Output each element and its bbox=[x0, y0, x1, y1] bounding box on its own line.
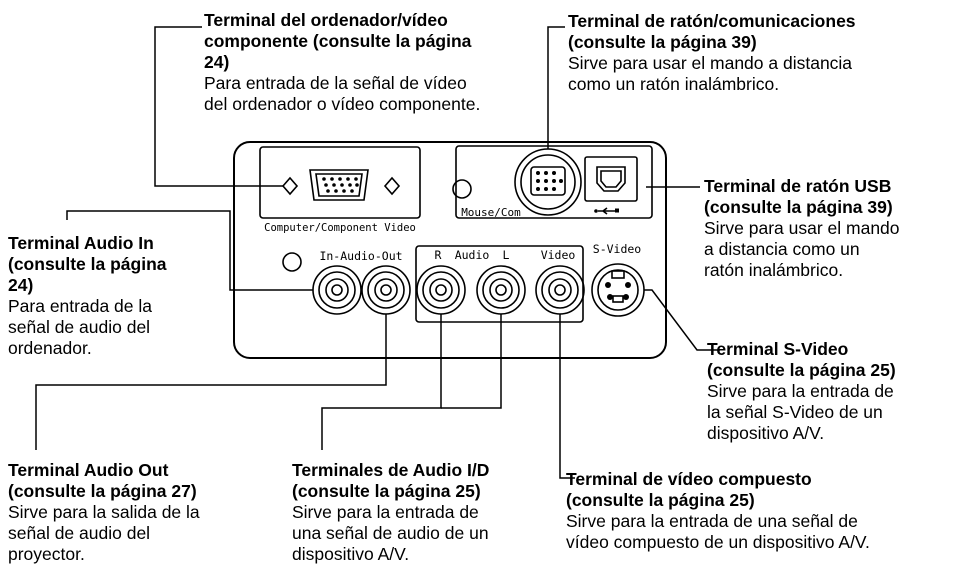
caption-title-line: (consulte la página 25) bbox=[292, 481, 481, 501]
rear-panel bbox=[233, 141, 667, 359]
s-video-port-icon bbox=[591, 263, 645, 317]
audio-r-jack-icon bbox=[416, 265, 466, 315]
caption-title-line: componente (consulte la página bbox=[204, 31, 472, 51]
label-s-video: S-Video bbox=[593, 242, 642, 256]
caption-title-line: Terminal de vídeo compuesto bbox=[566, 469, 812, 489]
label-mouse-com: Mouse/Com bbox=[461, 206, 521, 219]
audio-out-jack-icon bbox=[361, 265, 411, 315]
label-video: Video bbox=[541, 248, 576, 262]
caption-body-line: vídeo compuesto de un dispositivo A/V. bbox=[566, 532, 870, 552]
caption-body-line: Sirve para usar el mando bbox=[704, 218, 900, 238]
caption-body-line: del ordenador o vídeo componente. bbox=[204, 94, 481, 114]
caption-body-line: la señal S-Video de un bbox=[707, 402, 883, 422]
caption-body-line: dispositivo A/V. bbox=[292, 544, 410, 564]
small-hole bbox=[282, 252, 302, 272]
label-computer-video: Computer/Component Video bbox=[264, 222, 416, 234]
caption-title-line: (consulte la página 27) bbox=[8, 481, 197, 501]
caption-title-line: (consulte la página 25) bbox=[707, 360, 896, 380]
caption-body-line: señal de audio del bbox=[8, 523, 151, 543]
caption-title-line: Terminal del ordenador/vídeo bbox=[204, 10, 448, 30]
caption-body-line: dispositivo A/V. bbox=[707, 423, 825, 443]
caption-title-line: Terminal de ratón USB bbox=[704, 176, 892, 196]
caption-title-line: Terminal de ratón/comunicaciones bbox=[568, 11, 856, 31]
caption-audio-out-terminal: Terminal Audio Out (consulte la página 2… bbox=[8, 460, 200, 565]
caption-mouse-com-terminal: Terminal de ratón/comunicaciones (consul… bbox=[568, 11, 856, 95]
caption-title-line: (consulte la página 39) bbox=[704, 197, 893, 217]
caption-body-line: ordenador. bbox=[8, 338, 92, 358]
vga-port-icon bbox=[281, 169, 401, 201]
caption-body-line: Para entrada de la bbox=[8, 296, 152, 316]
caption-body-line: señal de audio del bbox=[8, 317, 151, 337]
caption-title-line: Terminal Audio In bbox=[8, 233, 154, 253]
audio-l-jack-icon bbox=[476, 265, 526, 315]
caption-body-line: una señal de audio de un bbox=[292, 523, 489, 543]
caption-title-line: Terminales de Audio I/D bbox=[292, 460, 490, 480]
caption-body-line: Para entrada de la señal de vídeo bbox=[204, 73, 467, 93]
caption-body-line: Sirve para usar el mando a distancia bbox=[568, 53, 853, 73]
label-audio-word: Audio bbox=[455, 248, 490, 262]
caption-body-line: a distancia como un bbox=[704, 239, 860, 259]
computer-video-frame bbox=[259, 146, 421, 219]
caption-computer-terminal: Terminal del ordenador/vídeo componente … bbox=[204, 10, 480, 115]
caption-title-line: (consulte la página 39) bbox=[568, 32, 757, 52]
caption-title-line: (consulte la página 25) bbox=[566, 490, 755, 510]
label-audio-r: R bbox=[435, 248, 442, 262]
caption-title-line: Terminal Audio Out bbox=[8, 460, 169, 480]
caption-usb-terminal: Terminal de ratón USB (consulte la págin… bbox=[704, 176, 900, 281]
label-audio-l: L bbox=[503, 248, 510, 262]
indicator-hole bbox=[452, 179, 472, 199]
usb-port-icon bbox=[584, 156, 638, 215]
mouse-com-port-icon bbox=[514, 148, 582, 216]
caption-body-line: Sirve para la entrada de una señal de bbox=[566, 511, 858, 531]
caption-body-line: proyector. bbox=[8, 544, 85, 564]
caption-title-line: 24) bbox=[204, 52, 230, 72]
caption-body-line: Sirve para la entrada de bbox=[707, 381, 894, 401]
caption-audio-in-terminal: Terminal Audio In (consulte la página 24… bbox=[8, 233, 167, 359]
audio-in-jack-icon bbox=[312, 265, 362, 315]
composite-video-jack-icon bbox=[535, 265, 585, 315]
caption-title-line: 24) bbox=[8, 275, 34, 295]
leader-lines bbox=[35, 26, 720, 479]
caption-composite-video-terminal: Terminal de vídeo compuesto (consulte la… bbox=[566, 469, 870, 553]
caption-title-line: (consulte la página bbox=[8, 254, 167, 274]
caption-body-line: como un ratón inalámbrico. bbox=[568, 74, 780, 94]
caption-audio-lr-terminals: Terminales de Audio I/D (consulte la pág… bbox=[292, 460, 489, 565]
caption-body-line: Sirve para la salida de la bbox=[8, 502, 200, 522]
label-in-audio-out: In-Audio-Out bbox=[319, 249, 402, 263]
caption-body-line: ratón inalámbrico. bbox=[704, 260, 844, 280]
caption-body-line: Sirve para la entrada de bbox=[292, 502, 479, 522]
caption-title-line: Terminal S-Video bbox=[707, 339, 849, 359]
caption-s-video-terminal: Terminal S-Video (consulte la página 25)… bbox=[707, 339, 896, 444]
